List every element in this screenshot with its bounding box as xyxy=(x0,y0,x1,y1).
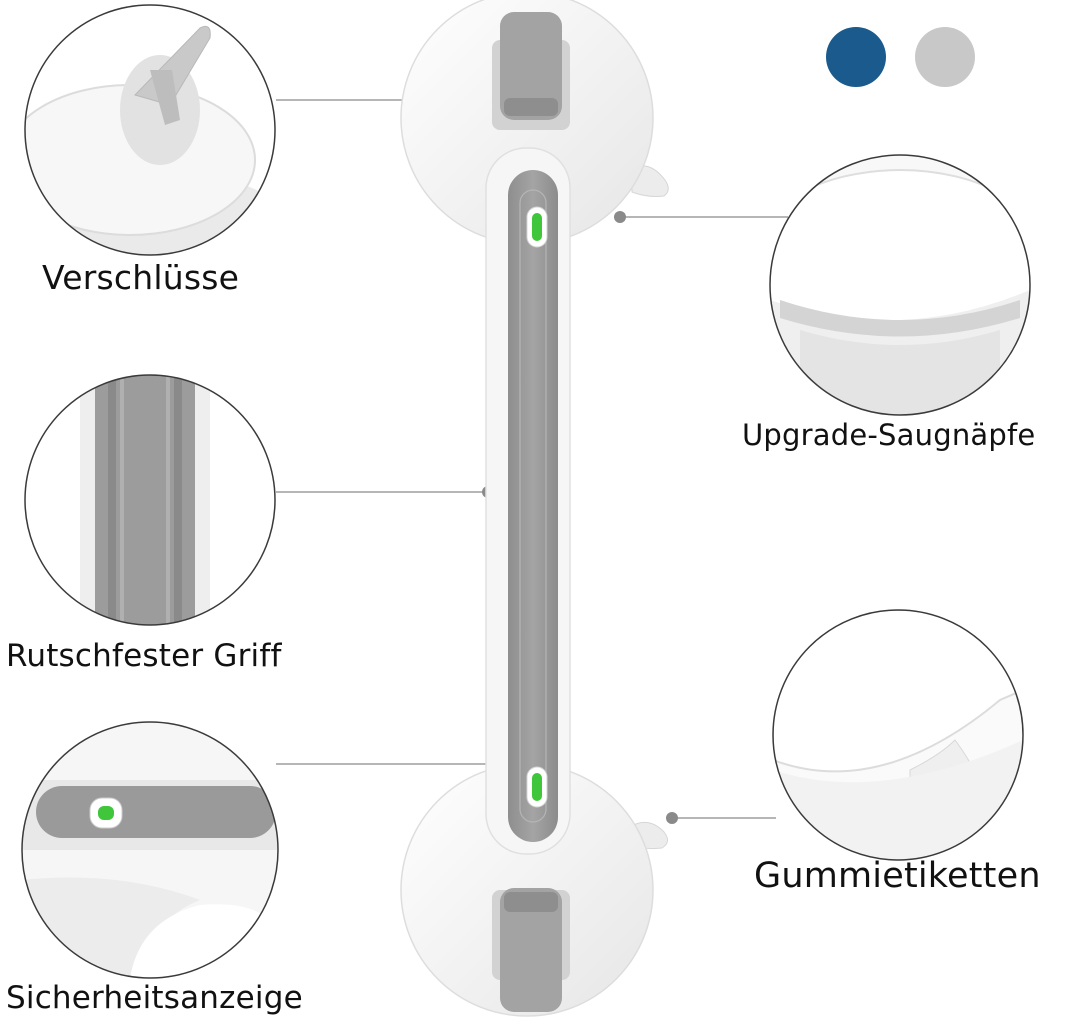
grey-swatch[interactable] xyxy=(915,27,975,87)
detail-circle-locks xyxy=(24,4,276,256)
detail-circle-suction xyxy=(769,154,1031,416)
safety-indicator-top xyxy=(526,206,548,248)
blue-swatch[interactable] xyxy=(826,27,886,87)
label-safety-indicator: Sicherheitsanzeige xyxy=(6,980,303,1016)
detail-circle-grip xyxy=(24,374,276,626)
label-locks: Verschlüsse xyxy=(42,258,240,297)
grip-strip xyxy=(508,170,558,842)
safety-indicator-bottom xyxy=(526,766,548,808)
detail-circle-tabs xyxy=(772,609,1024,861)
detail-circle-indicator xyxy=(21,721,279,979)
bottom-lock-lever xyxy=(492,888,570,1012)
top-lock-lever xyxy=(492,12,570,130)
grab-bar xyxy=(400,0,669,1017)
label-suction-cups: Upgrade-Saugnäpfe xyxy=(742,418,1036,452)
label-rubber-tabs: Gummietiketten xyxy=(754,856,1041,896)
label-non-slip-grip: Rutschfester Griff xyxy=(6,638,282,674)
